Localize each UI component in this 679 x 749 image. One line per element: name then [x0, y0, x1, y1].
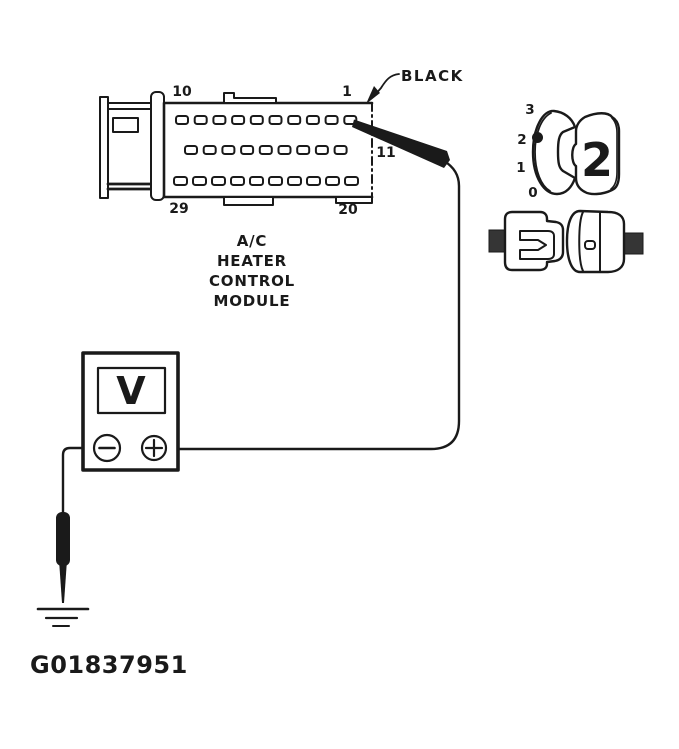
pin-slot	[344, 176, 359, 186]
connector-face-ring-edge	[534, 112, 552, 192]
flange-top-rail	[107, 102, 152, 110]
ground-symbol-icon	[36, 607, 90, 627]
pin-label-20: 20	[338, 202, 358, 218]
position-label-1: 1	[516, 160, 525, 176]
voltmeter-display-letter: V	[116, 369, 146, 413]
pin-slot	[325, 176, 340, 186]
figure-id: G01837951	[30, 651, 188, 679]
test-probe-handle	[56, 512, 70, 566]
pin-label-10: 10	[172, 84, 192, 100]
callout-leader-line	[373, 73, 400, 97]
pin-slot	[333, 145, 348, 155]
pin-slot	[268, 115, 283, 125]
position-label-2: 2	[517, 132, 526, 148]
connector-clip-tab	[150, 91, 165, 201]
pin-label-11: 11	[376, 145, 395, 161]
terminal-position-marker-dot	[532, 132, 543, 143]
pin-slot	[240, 145, 255, 155]
module-caption-line4: MODULE	[214, 292, 291, 310]
connector-face-block	[571, 112, 621, 196]
position-label-0: 0	[528, 185, 537, 201]
voltmeter-display	[96, 366, 167, 415]
pin-slot	[306, 176, 321, 186]
connector-top-tab	[223, 92, 277, 104]
connector-number-label: 2	[581, 133, 613, 187]
female-connector-segments	[578, 211, 601, 273]
module-caption: A/C HEATER CONTROL MODULE	[209, 232, 295, 310]
pin-slot	[193, 115, 208, 125]
pin-slot	[343, 115, 358, 125]
negative-lead-wire	[61, 446, 98, 515]
connector-face-ring	[531, 109, 577, 196]
male-connector-fork-detail	[519, 230, 555, 260]
female-connector-housing	[565, 209, 626, 274]
pin-slot	[184, 145, 198, 155]
wire-color-callout: BLACK	[366, 67, 464, 104]
module-connector: 10 1 11 29 20	[99, 84, 396, 218]
module-caption-line2: HEATER	[217, 252, 287, 270]
pin-slot	[202, 145, 217, 155]
connector-bottom-tab-left	[223, 196, 274, 206]
female-connector-latch-slot	[584, 240, 596, 250]
voltmeter: V	[61, 351, 180, 515]
pin-slot	[212, 115, 227, 125]
pin-slots	[173, 115, 359, 186]
test-probe-tip	[59, 560, 67, 603]
test-probe-at-pin1	[352, 119, 450, 168]
wire-stub-right	[623, 232, 644, 255]
wire-stub-left	[488, 229, 507, 253]
pin-slot	[305, 115, 320, 125]
pin-slot	[287, 115, 302, 125]
pin-label-1: 1	[342, 84, 352, 100]
pin-slot	[277, 145, 292, 155]
module-caption-line3: CONTROL	[209, 272, 295, 290]
pin-slot	[287, 176, 302, 186]
pin-slot	[173, 176, 188, 186]
flange-bottom-rail	[106, 182, 153, 191]
wire-color-label: BLACK	[401, 67, 464, 85]
pin-slot	[268, 176, 283, 186]
pin-slot	[211, 176, 226, 186]
pin-slot	[324, 115, 339, 125]
pin-slot	[314, 145, 329, 155]
pin-slot	[221, 145, 236, 155]
pin-slot	[249, 115, 264, 125]
pin-slot	[296, 145, 311, 155]
pin-slot	[249, 176, 264, 186]
plus-icon	[144, 438, 164, 458]
pin-slot	[231, 115, 246, 125]
connector-face-block-edge	[610, 117, 618, 190]
flange-slot	[112, 117, 139, 133]
terminal-position-detail: 3 2 1 0 2	[516, 102, 621, 201]
callout-arrowhead-icon	[366, 86, 380, 104]
pin-slot	[175, 115, 189, 125]
pin-slot	[230, 176, 245, 186]
position-label-3: 3	[525, 102, 534, 118]
positive-lead-wire	[165, 159, 461, 451]
pin-slot	[258, 145, 273, 155]
connector-bottom-tab-right	[335, 196, 373, 204]
connector-flange	[99, 96, 109, 199]
inline-connector-detail	[488, 209, 644, 274]
pin-label-29: 29	[169, 201, 188, 217]
ground-lead	[36, 512, 90, 627]
module-caption-line1: A/C	[237, 232, 268, 250]
pin-slot	[192, 176, 207, 186]
